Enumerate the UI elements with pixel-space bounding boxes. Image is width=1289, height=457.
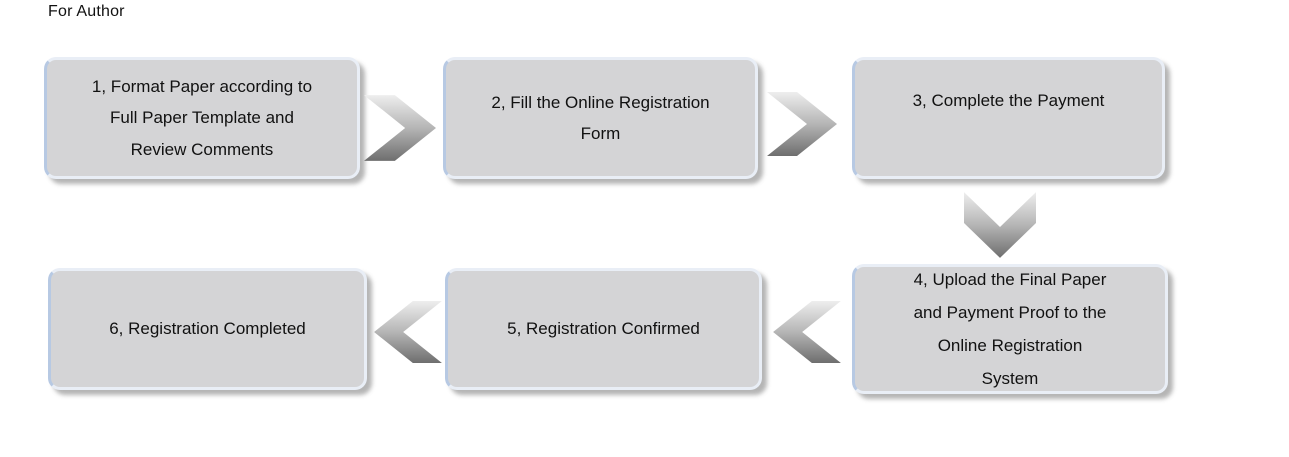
step-label-6: 6, Registration Completed <box>109 319 306 339</box>
step-label-3: 3, Complete the Payment <box>912 91 1105 111</box>
step-label-5: 5, Registration Confirmed <box>507 319 700 339</box>
step-label-2: 2, Fill the Online Registration Form <box>491 92 710 143</box>
step-box-3: 3, Complete the Payment <box>852 57 1165 179</box>
step-box-4: 4, Upload the Final Paper and Payment Pr… <box>852 264 1168 394</box>
arrow-left-icon <box>374 301 442 363</box>
step-box-1: 1, Format Paper according to Full Paper … <box>44 57 360 179</box>
step-box-2: 2, Fill the Online Registration Form <box>443 57 758 179</box>
page-title: For Author <box>48 3 125 20</box>
arrow-left-icon <box>773 301 841 363</box>
step-box-5: 5, Registration Confirmed <box>445 268 762 390</box>
arrow-down-icon <box>964 192 1036 258</box>
step-label-1: 1, Format Paper according to Full Paper … <box>91 76 313 159</box>
arrow-right-icon <box>364 95 436 161</box>
arrow-right-icon <box>767 92 837 156</box>
step-label-4: 4, Upload the Final Paper and Payment Pr… <box>913 269 1107 389</box>
step-box-6: 6, Registration Completed <box>48 268 367 390</box>
